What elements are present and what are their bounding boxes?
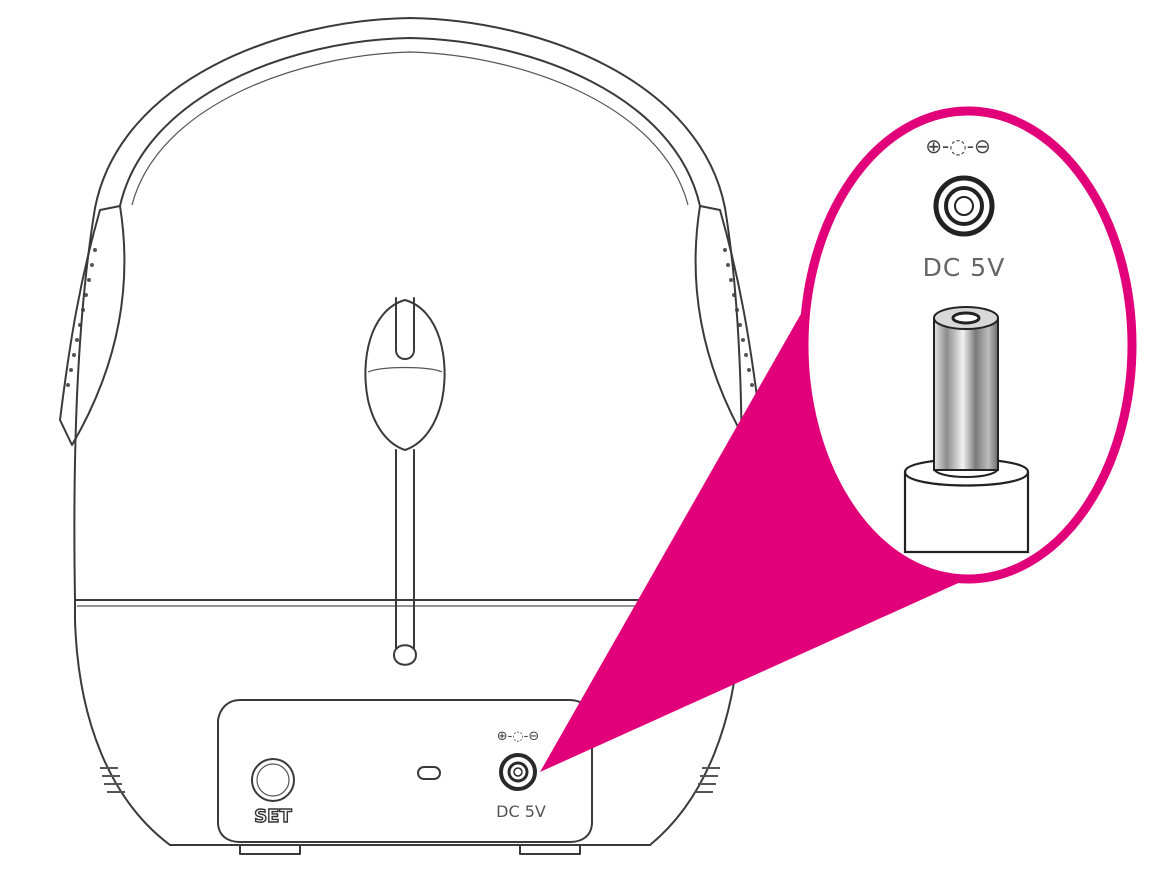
base-foot-left	[239, 844, 301, 855]
bottom-left-vents	[100, 767, 125, 793]
dc-jack-zoom	[933, 175, 995, 237]
set-button[interactable]: SET	[251, 758, 295, 828]
set-button-outer	[251, 758, 295, 802]
antenna-clip	[395, 297, 415, 360]
indicator-led	[417, 766, 441, 780]
right-ear-vents	[723, 248, 754, 387]
base-foot-right	[519, 844, 581, 855]
antenna-rod	[395, 449, 415, 649]
dc-label-zoom: DC 5V	[923, 253, 1006, 282]
power-plug-zoom	[903, 306, 1030, 554]
polarity-symbol-panel: ⊕-◌-⊖	[497, 729, 540, 744]
camera-head-outline	[94, 17, 726, 209]
polarity-symbol-zoom: ⊕-◌-⊖	[925, 134, 990, 158]
antenna-head	[364, 299, 446, 451]
set-label: SET	[254, 806, 292, 827]
camera-body	[59, 17, 761, 855]
antenna-base	[393, 644, 417, 666]
dc-jack-panel[interactable]: ⊕-◌-⊖ DC 5V	[496, 729, 546, 821]
camera-head-band	[119, 37, 701, 207]
rear-panel: SET ⊕-◌-⊖ DC 5V	[217, 699, 593, 843]
bottom-right-vents	[695, 767, 720, 793]
dc-label-panel: DC 5V	[496, 802, 546, 821]
antenna	[364, 297, 446, 666]
left-ear	[59, 205, 126, 446]
zoom-callout: ⊕-◌-⊖ DC 5V	[540, 106, 1137, 772]
